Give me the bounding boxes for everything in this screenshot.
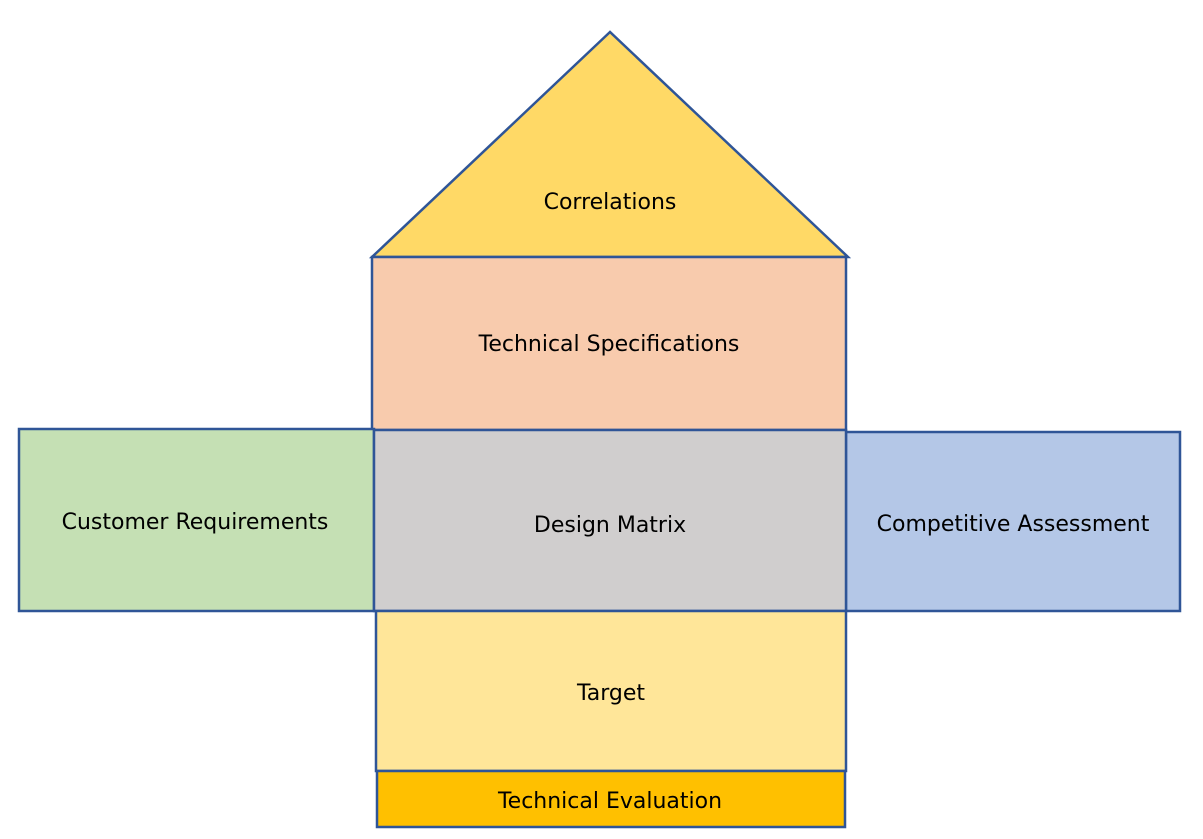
target-label: Target	[576, 681, 645, 706]
correlations-label: Correlations	[544, 190, 677, 215]
technical-evaluation-label: Technical Evaluation	[497, 789, 722, 814]
competitive-assessment-box	[844, 430, 1182, 613]
customer-requirements-box	[17, 427, 376, 613]
competitive-assessment-label: Competitive Assessment	[877, 512, 1150, 537]
design-matrix-label: Design Matrix	[534, 513, 686, 538]
target-box	[374, 609, 848, 773]
correlations-roof	[368, 30, 852, 259]
technical-evaluation-box	[375, 769, 847, 829]
technical-specifications-box	[370, 255, 848, 432]
customer-requirements-label: Customer Requirements	[62, 510, 329, 535]
technical-specifications-label: Technical Specifications	[478, 332, 740, 357]
design-matrix-box	[372, 428, 848, 613]
